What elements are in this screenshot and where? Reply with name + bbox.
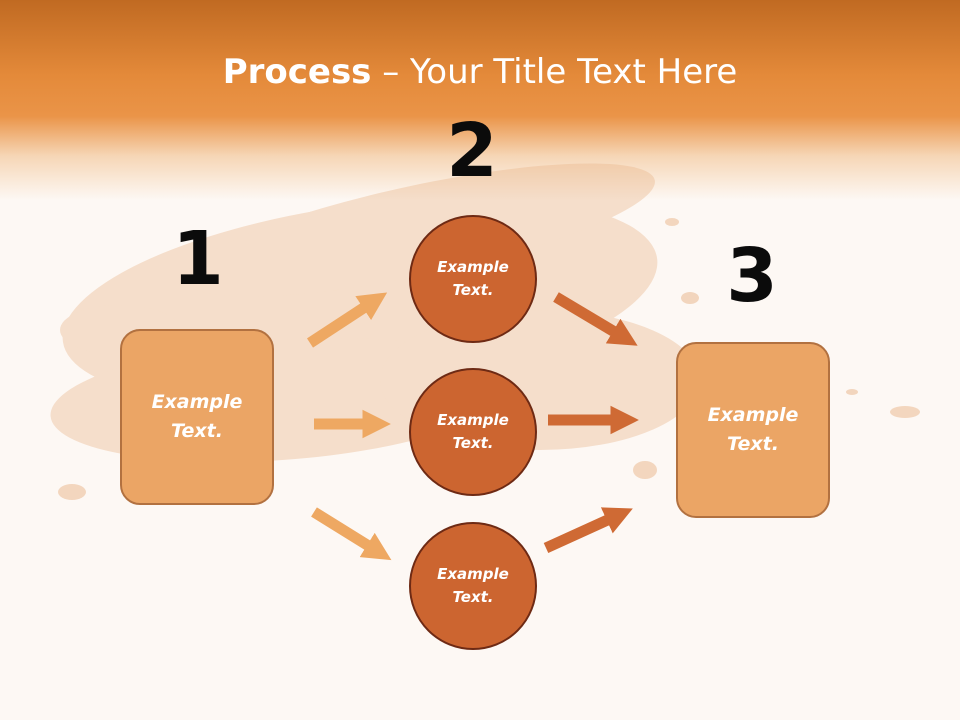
slide-title: Process – Your Title Text Here — [0, 52, 960, 92]
step-number-2: 2 — [446, 108, 498, 194]
step-3-box[interactable]: Example Text. — [676, 342, 830, 518]
step-2-circle-bottom[interactable]: Example Text. — [409, 522, 537, 650]
step-number-1: 1 — [172, 216, 224, 302]
circle-middle-label: Example Text. — [437, 411, 509, 452]
circle-bottom-label: Example Text. — [437, 565, 509, 606]
title-bold: Process — [222, 52, 372, 92]
title-rest: – Your Title Text Here — [371, 52, 738, 92]
title-banner — [0, 0, 960, 200]
step-2-circle-middle[interactable]: Example Text. — [409, 368, 537, 496]
arrow-bottom-to-step3 — [543, 507, 633, 554]
arrow-top-to-step3 — [553, 292, 638, 346]
circle-top-label: Example Text. — [437, 258, 509, 299]
arrow-step1-to-bottom — [311, 507, 392, 561]
step-1-box[interactable]: Example Text. — [120, 329, 274, 505]
arrow-step1-to-top — [306, 292, 388, 348]
step-1-label: Example Text. — [151, 391, 243, 442]
step-2-circle-top[interactable]: Example Text. — [409, 215, 537, 343]
step-number-3: 3 — [726, 233, 778, 319]
step-3-label: Example Text. — [707, 404, 799, 455]
